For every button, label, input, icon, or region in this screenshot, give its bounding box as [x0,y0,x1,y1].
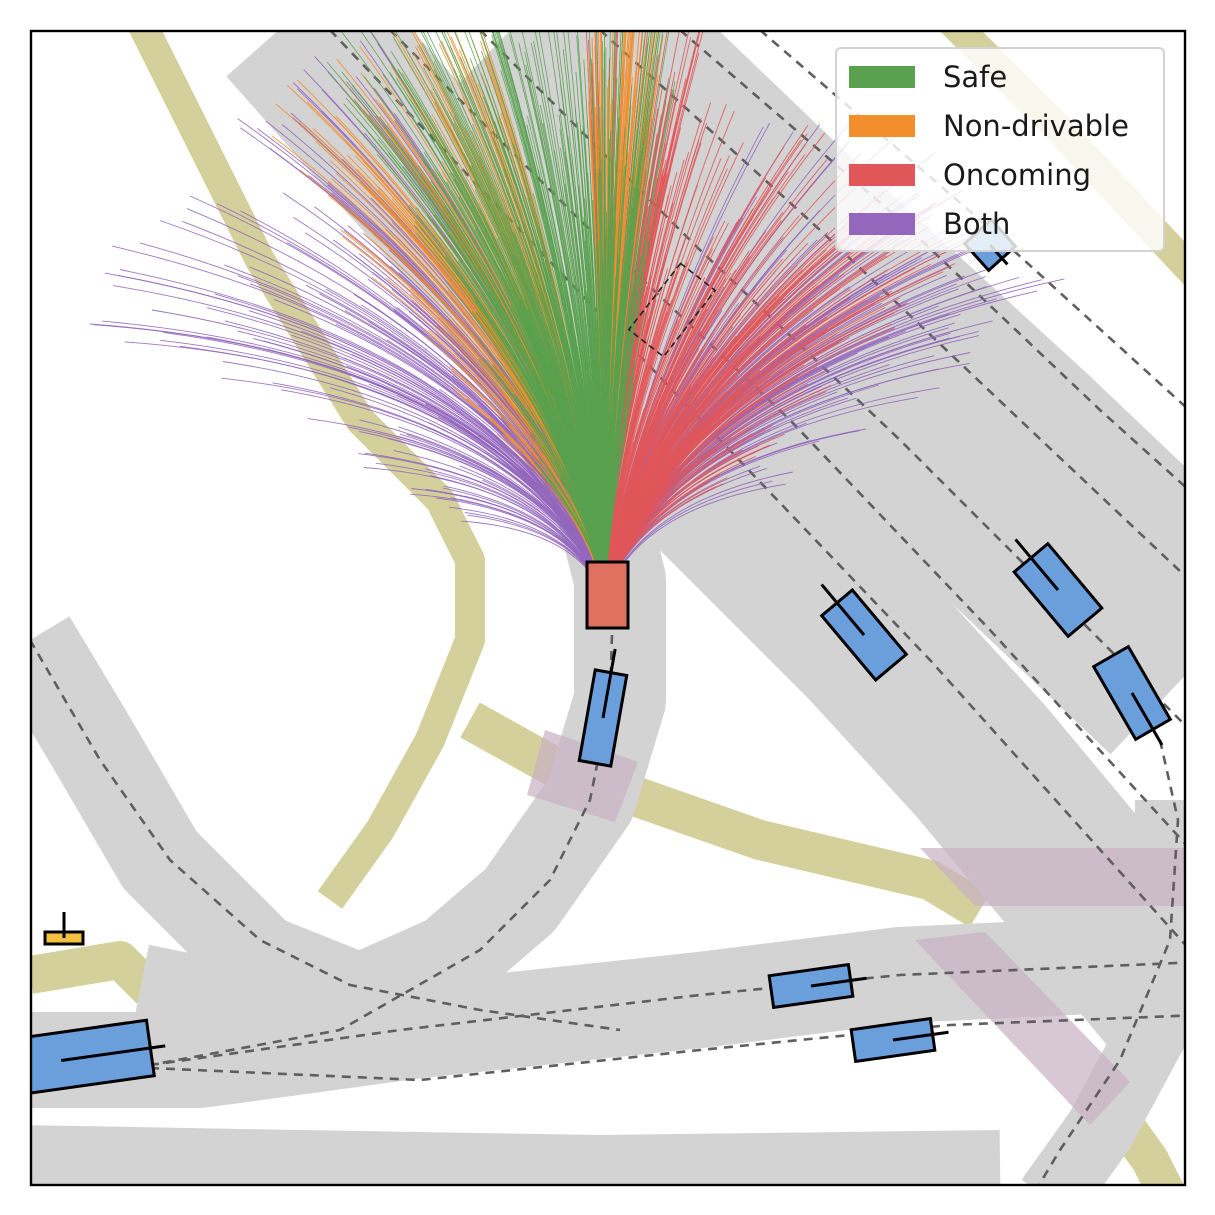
trajectory-oncoming [604,233,955,599]
trajectory-safe [449,128,606,599]
trajectory-safe [502,168,606,599]
legend-item-nondrivable: Non-drivable [849,106,1129,146]
legend-swatch-both [849,213,915,235]
legend: Safe Non-drivable Oncoming Both [835,47,1165,252]
trajectory-oncoming [604,271,944,599]
trajectory-safe [448,233,606,599]
trajectory-oncoming [604,180,816,599]
legend-item-oncoming: Oncoming [849,155,1091,195]
trajectory-safe [491,31,606,599]
trajectory-safe [401,72,606,599]
vehicle-mid-right [819,583,909,683]
vehicle-far-right [1012,538,1104,639]
trajectory-safe [382,73,606,599]
legend-label-safe: Safe [943,60,1008,94]
trajectory-safe [604,213,609,599]
trajectory-safe [343,103,606,599]
legend-label-oncoming: Oncoming [943,158,1091,192]
ego-vehicle [585,560,630,630]
trajectory-both [159,220,606,599]
trajectory-oncoming [604,158,722,599]
legend-item-both: Both [849,204,1010,244]
trajectory-oncoming [604,177,767,599]
vehicle-bottom-mid [767,962,867,1010]
cyclist [43,912,85,946]
legend-swatch-nondrivable [849,115,915,137]
legend-label-both: Both [943,207,1011,241]
trajectory-oncoming [604,297,817,599]
trajectory-oncoming [604,236,687,599]
vehicle-bottom-left [31,1018,166,1096]
trajectory-oncoming [604,255,887,599]
legend-swatch-safe [849,66,915,88]
trajectory-oncoming [604,142,744,599]
trajectory-oncoming [604,102,712,599]
trajectory-safe [563,31,606,599]
legend-swatch-oncoming [849,164,915,186]
trajectory-safe [446,181,606,599]
legend-item-safe: Safe [849,57,1007,97]
trajectory-safe [604,238,641,599]
vehicle-behind-ego [577,648,629,768]
trajectory-both [182,220,606,599]
trajectory-safe [577,257,606,599]
vehicle-right-edge [1091,644,1173,746]
trajectory-both [237,330,606,599]
trajectory-both [124,341,606,599]
trajectory-safe [479,155,606,599]
trajectory-oncoming [604,238,918,599]
trajectory-safe [584,198,606,599]
trajectory-oncoming [604,153,861,599]
trajectory-safe [395,31,606,599]
legend-label-nondrivable: Non-drivable [943,109,1129,143]
plot-frame [29,29,1187,1187]
vehicle-bottom-mid-2 [849,1016,949,1064]
